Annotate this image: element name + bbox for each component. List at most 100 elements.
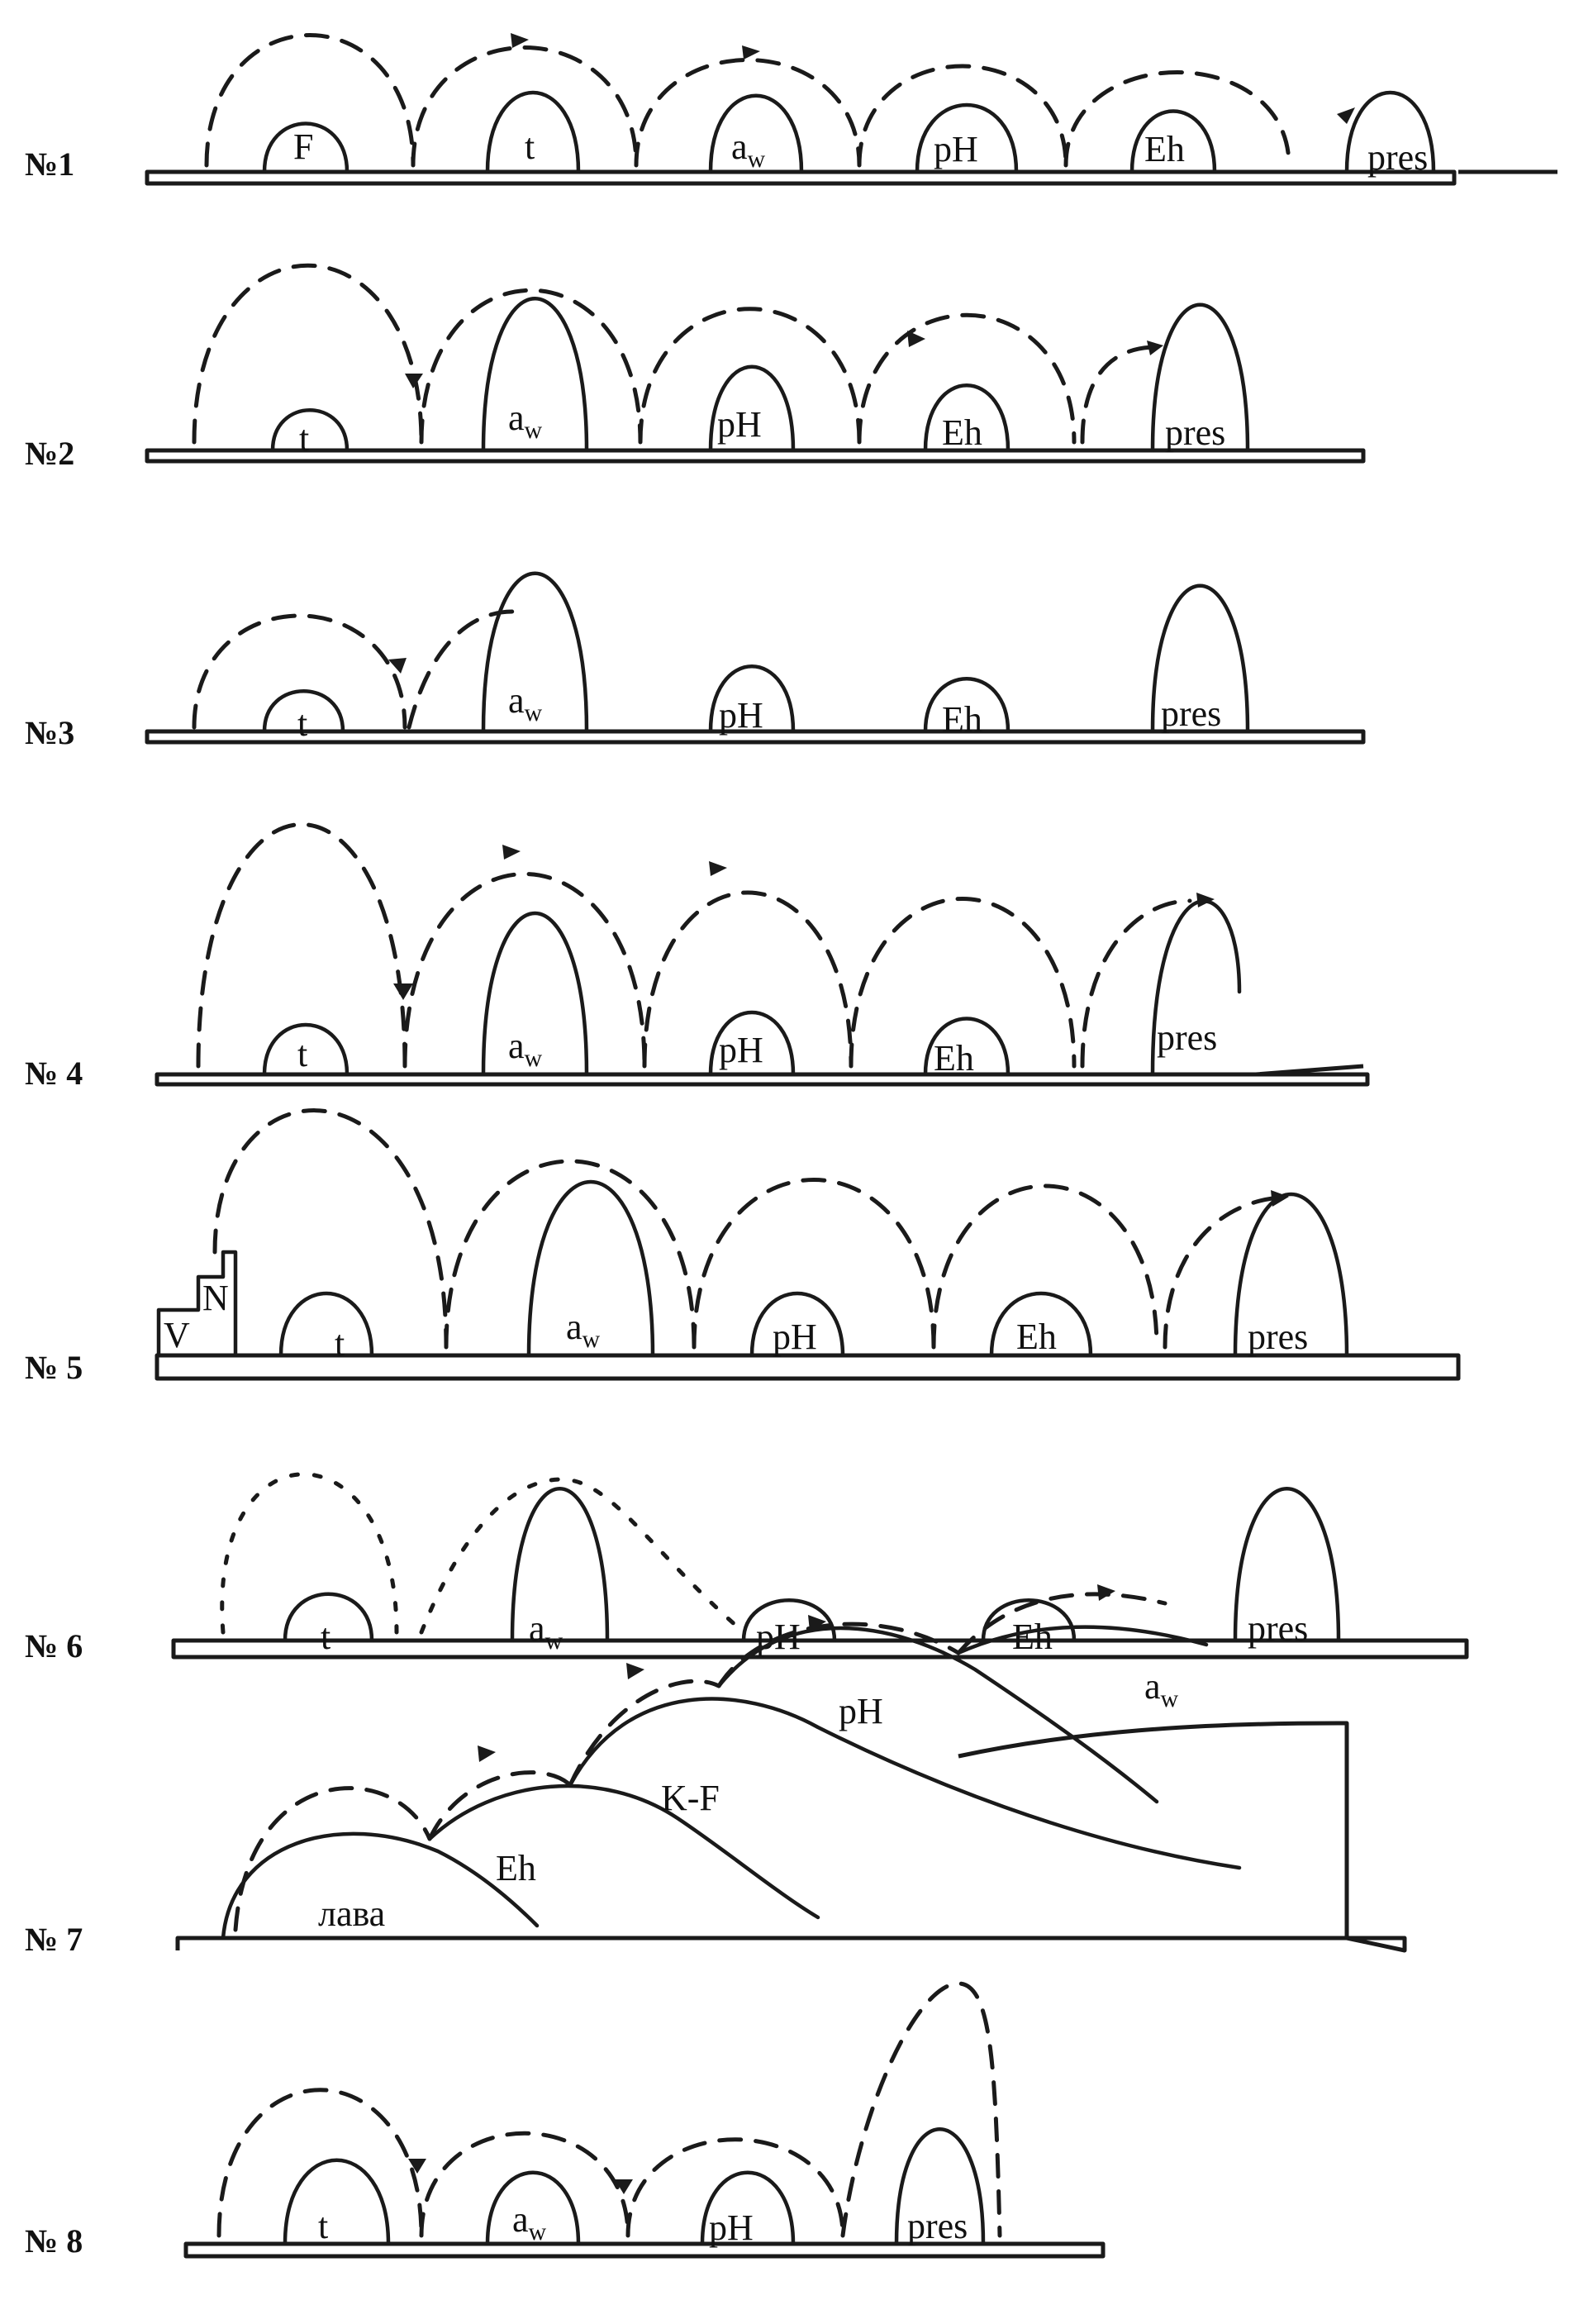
arrow-head [1097,1584,1115,1601]
row-label: №2 [25,435,74,472]
hurdle-label: F [293,126,313,167]
arrow-head [615,2179,633,2194]
hurdle-hill [283,2158,391,2246]
hurdle-label: pH [717,404,762,445]
hurdle-hill [923,677,1010,734]
microbe-path [212,1108,1275,1350]
hurdle-hill [262,689,345,734]
arrow-head [709,861,727,876]
arrow-head [907,331,925,347]
row-label: № 4 [25,1055,83,1092]
hurdle-label: pH [719,1030,763,1070]
row-label: № 7 [25,1921,83,1958]
hurdle-hill [700,2170,796,2246]
arrow-head [408,2159,426,2174]
hurdle-hill [989,1291,1093,1358]
hurdle-step [156,1250,238,1358]
hurdle-label: pres [1157,1017,1217,1058]
hurdle-label: aw [508,680,543,726]
arrow-head [511,33,529,48]
hurdle-hill [1150,899,1242,1077]
hurdle-hill [741,1598,837,1643]
hurdle-hill [894,2127,986,2246]
hurdle-label: pH [839,1691,883,1731]
hurdle-hill [708,364,796,453]
hurdle-hill [485,90,581,174]
hurdle-hill [1233,1487,1341,1643]
hurdle-hill [1344,91,1436,174]
hurdle-hill [283,1592,374,1643]
arrow-head [405,374,423,388]
arrow-head [502,845,521,860]
microbe-path [192,263,1159,445]
hurdle-label: aw [508,1026,543,1072]
hurdle-label: Eh [496,1848,536,1888]
hurdle-hill [427,1783,820,1920]
hurdle-label: aw [512,2199,547,2245]
hurdle-hill [1129,109,1217,174]
hurdle-label: N [202,1278,229,1318]
arrow-head [388,658,407,674]
row-5: № 5 V N t aw pH Eh pres [25,1108,1461,1386]
hurdle-label: aw [731,126,766,173]
microbe-path [216,1981,1002,2238]
ground-line [145,729,1366,745]
hurdle-hill [485,2170,581,2246]
arrow-head [742,45,760,60]
arrow-head [808,1615,826,1631]
microbe-path [220,1472,746,1635]
hurdle-label: лава [318,1893,385,1934]
row-7: № 7 лава Eh K-F pH aw [25,1584,1407,1958]
row-2: №2 t aw pH Eh pres [25,263,1366,472]
hurdle-hill [708,664,796,734]
hurdle-hill [708,1010,796,1077]
hurdle-label: Eh [1016,1317,1057,1357]
hurdle-label: t [525,126,535,167]
ground-line [155,1353,1461,1381]
hurdle-label: V [164,1315,190,1355]
microbe-path [233,1592,1167,1932]
row-label: № 6 [25,1627,83,1664]
hurdle-label: t [318,2206,328,2246]
ground-line [171,1638,1469,1660]
hurdle-hill [221,1831,540,1941]
hurdle-label: pres [1367,137,1428,178]
row-label: № 8 [25,2222,83,2260]
row-label: № 5 [25,1349,83,1386]
hurdle-hill [1233,1192,1349,1358]
arrow-head [1147,341,1163,355]
row-label: №3 [25,714,74,751]
hurdle-label: aw [566,1307,601,1353]
row-4: № 4 t aw pH Eh pres [25,822,1370,1092]
ground-line [175,1721,1407,1953]
hurdle-label: Eh [934,1038,974,1079]
row-label: №1 [25,145,74,183]
hurdle-hill [981,1598,1077,1643]
hurdle-hill [278,1291,374,1358]
arrow-head [1337,107,1355,124]
hurdle-label: pH [773,1317,817,1357]
hurdle-hill [481,297,589,453]
microbe-path [192,609,515,730]
hurdle-label: Eh [942,699,982,740]
hurdle-hill [481,911,589,1077]
arrow-head [393,983,413,1000]
row-1: №1 F t aw pH Eh pres [25,33,1557,186]
hurdle-label: t [321,1617,330,1657]
hurdle-label: t [299,418,309,459]
hurdle-label: aw [529,1608,563,1655]
hurdle-hill [481,571,589,734]
hurdle-label: pH [709,2207,754,2248]
microbe-path [204,33,1291,168]
hurdle-hill [956,1625,1209,1655]
arrow-head [626,1663,644,1679]
hurdle-label: pres [907,2206,968,2246]
hurdle-label: pH [719,695,763,736]
microbe-path [196,822,1192,1069]
row-3: №3 t aw pH Eh pres [25,571,1366,751]
hurdle-label: t [335,1323,345,1364]
hurdle-label: K-F [661,1778,720,1818]
hurdle-label: Eh [942,412,982,453]
row-6: № 6 t aw pH Eh pres [25,1472,1469,1664]
hurdle-label: pres [1165,412,1225,453]
